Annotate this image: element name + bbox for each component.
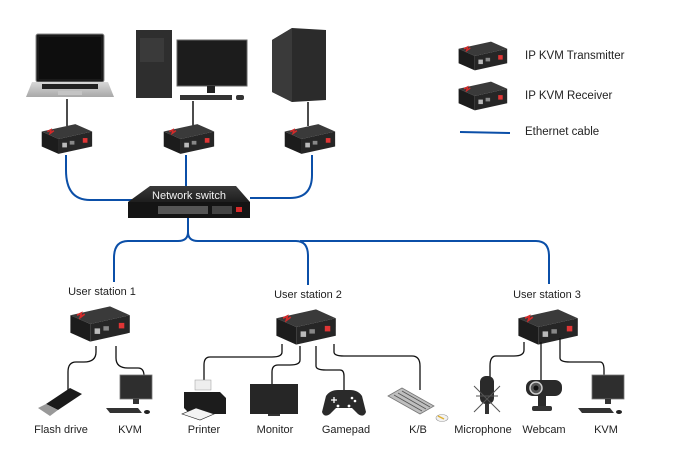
device-label-microphone: Microphone <box>454 424 512 436</box>
ethernet-cable-tx1 <box>65 155 132 201</box>
network-switch: Network switch <box>128 186 250 218</box>
gamepad-icon <box>322 390 366 416</box>
ip-kvm-transmitter-icon <box>457 40 508 72</box>
ethernet-cable-line <box>459 131 511 134</box>
device-label-flash-drive: Flash drive <box>34 424 88 436</box>
device-label-webcam: Webcam <box>522 424 566 436</box>
ip-kvm-receiver-2 <box>275 308 337 346</box>
device-label-printer: Printer <box>187 424 221 436</box>
device-label-monitor: Monitor <box>256 424 294 436</box>
ethernet-cable-rx1 <box>113 218 189 282</box>
ip-kvm-transmitter-3 <box>283 123 336 155</box>
tower-pc-icon <box>272 28 326 102</box>
ethernet-cables <box>65 155 550 285</box>
laptop-icon <box>26 33 114 97</box>
network-switch-label: Network switch <box>152 190 226 202</box>
ethernet-cable-tx3 <box>250 155 313 199</box>
desktop-computer-icon <box>136 30 248 100</box>
flash-drive-icon <box>38 388 82 416</box>
microphone-icon <box>473 376 501 414</box>
station-label-1: User station 1 <box>68 286 136 298</box>
device-cables <box>67 338 605 392</box>
device-label-gamepad: Gamepad <box>321 424 371 436</box>
webcam-icon <box>526 380 562 411</box>
ip-kvm-receiver-1 <box>69 305 131 343</box>
ip-kvm-receiver-icon <box>457 80 508 112</box>
station-label-3: User station 3 <box>513 289 581 301</box>
device-label-kvm-1: KVM <box>118 424 142 436</box>
ip-kvm-transmitter-1 <box>40 123 93 155</box>
ethernet-cable-rx2 <box>187 231 309 285</box>
station-label-2: User station 2 <box>274 289 342 301</box>
device-label-keyboard: K/B <box>409 424 427 436</box>
legend-label-ethernet: Ethernet cable <box>525 126 600 138</box>
ip-kvm-transmitter-2 <box>162 123 215 155</box>
ip-kvm-receiver-3 <box>517 308 579 346</box>
legend-label-receiver: IP KVM Receiver <box>525 90 613 102</box>
keyboard-mouse-icon <box>387 387 449 422</box>
ethernet-cable-rx3 <box>300 240 550 284</box>
kvm-workstation-icon <box>106 374 153 414</box>
kvm-workstation-icon-2 <box>578 374 625 414</box>
device-label-kvm-3: KVM <box>594 424 618 436</box>
legend-label-transmitter: IP KVM Transmitter <box>525 50 625 62</box>
printer-icon <box>181 379 226 421</box>
monitor-icon <box>250 384 298 416</box>
